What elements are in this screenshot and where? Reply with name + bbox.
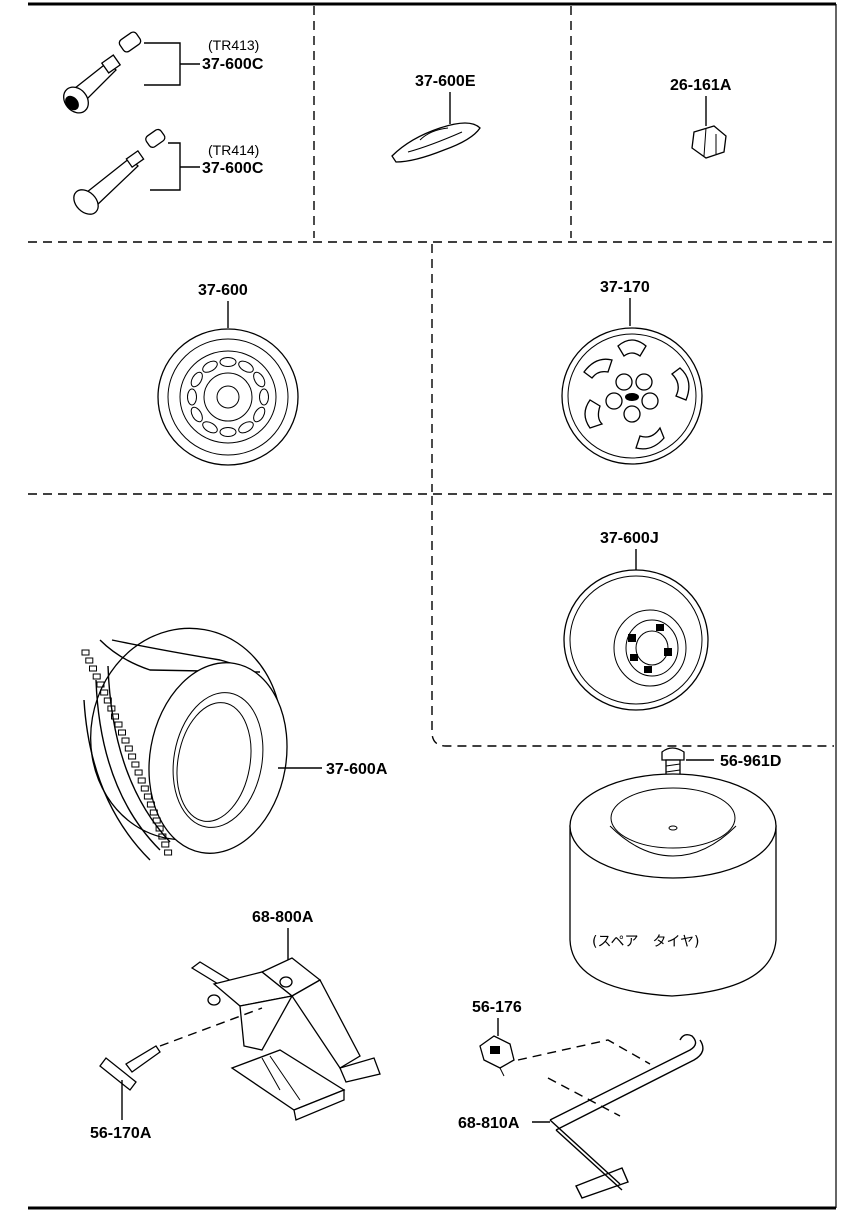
tire-tread xyxy=(128,753,137,760)
steel-wheel-part-number: 37-600 xyxy=(198,282,248,299)
wheel-slot xyxy=(253,371,266,388)
lug-nut-part-number: 26-161A xyxy=(670,77,732,94)
tire-tread xyxy=(161,841,170,848)
tire-tread xyxy=(158,833,167,840)
tire-tread xyxy=(149,809,158,816)
tire-tread xyxy=(152,817,161,824)
tire-tread xyxy=(140,785,149,792)
valve-tr413-icon xyxy=(63,31,142,114)
jack-part-number: 68-800A xyxy=(252,909,314,926)
jack-handle-pin-icon xyxy=(99,1045,161,1091)
spare-wheel-part-number: 37-600J xyxy=(600,530,659,547)
wheel-slot xyxy=(253,406,266,423)
wheel-slot xyxy=(259,388,269,406)
tire-tread xyxy=(134,769,143,776)
wheel-slot xyxy=(219,357,237,367)
wheel-slot xyxy=(190,371,203,388)
tire-tread xyxy=(103,697,112,704)
tire-tread xyxy=(111,713,119,720)
tire-tread xyxy=(124,745,133,752)
clip-part-number: 56-176 xyxy=(472,999,522,1016)
spare-wheel-icon xyxy=(563,569,709,711)
weight-part-number: 37-600E xyxy=(415,73,476,90)
wheel-cover-part-number: 37-170 xyxy=(600,279,650,296)
tire-tread xyxy=(92,673,101,680)
steel-wheel-icon xyxy=(157,328,299,466)
tire-tread xyxy=(107,705,116,712)
valve-tr414-code: (TR414) xyxy=(208,142,259,158)
tire-tread xyxy=(100,689,109,696)
wheel-slot xyxy=(190,406,203,423)
wheel-slot xyxy=(202,421,218,434)
tire-tread xyxy=(85,657,94,664)
tire-tread xyxy=(164,849,173,856)
tire-tread xyxy=(96,681,105,688)
balance-weight-icon xyxy=(391,122,481,163)
tire-tread xyxy=(121,737,130,744)
jack-handle-pin-part-number: 56-170A xyxy=(90,1125,152,1142)
tire-tread xyxy=(143,793,152,800)
tire-tread xyxy=(114,721,123,728)
wheel-slot xyxy=(219,427,237,437)
spare-bolt-part-number: 56-961D xyxy=(720,753,781,770)
wheel-slot xyxy=(238,360,254,373)
tire-tread xyxy=(137,777,146,784)
wheel-slot xyxy=(238,421,254,434)
tire-tread xyxy=(131,761,140,768)
valve-tr414-icon xyxy=(73,128,166,215)
jack-icon xyxy=(190,957,381,1121)
wheel-slot xyxy=(187,388,197,406)
tire-tread xyxy=(81,649,90,656)
tire-part-number: 37-600A xyxy=(326,761,388,778)
wheel-cover-icon xyxy=(561,327,703,465)
valve-tr414-part-number: 37-600C xyxy=(202,160,264,177)
spare-tire-icon xyxy=(569,773,777,997)
tire-tread xyxy=(146,801,155,808)
wheel-slot xyxy=(202,360,218,373)
valve-tr413-part-number: 37-600C xyxy=(202,56,264,73)
wrench-icon xyxy=(549,1033,704,1199)
tire-tread xyxy=(155,825,164,832)
lug-nut-icon xyxy=(691,125,727,159)
tire-icon xyxy=(81,627,288,861)
clip-icon xyxy=(479,1035,515,1077)
wrench-part-number: 68-810A xyxy=(458,1115,520,1132)
tire-tread xyxy=(118,729,126,736)
frame xyxy=(28,2,837,1210)
spare-tire-label: (スペア タイヤ) xyxy=(592,934,700,950)
tire-tread xyxy=(89,665,97,672)
valve-tr413-code: (TR413) xyxy=(208,37,259,53)
